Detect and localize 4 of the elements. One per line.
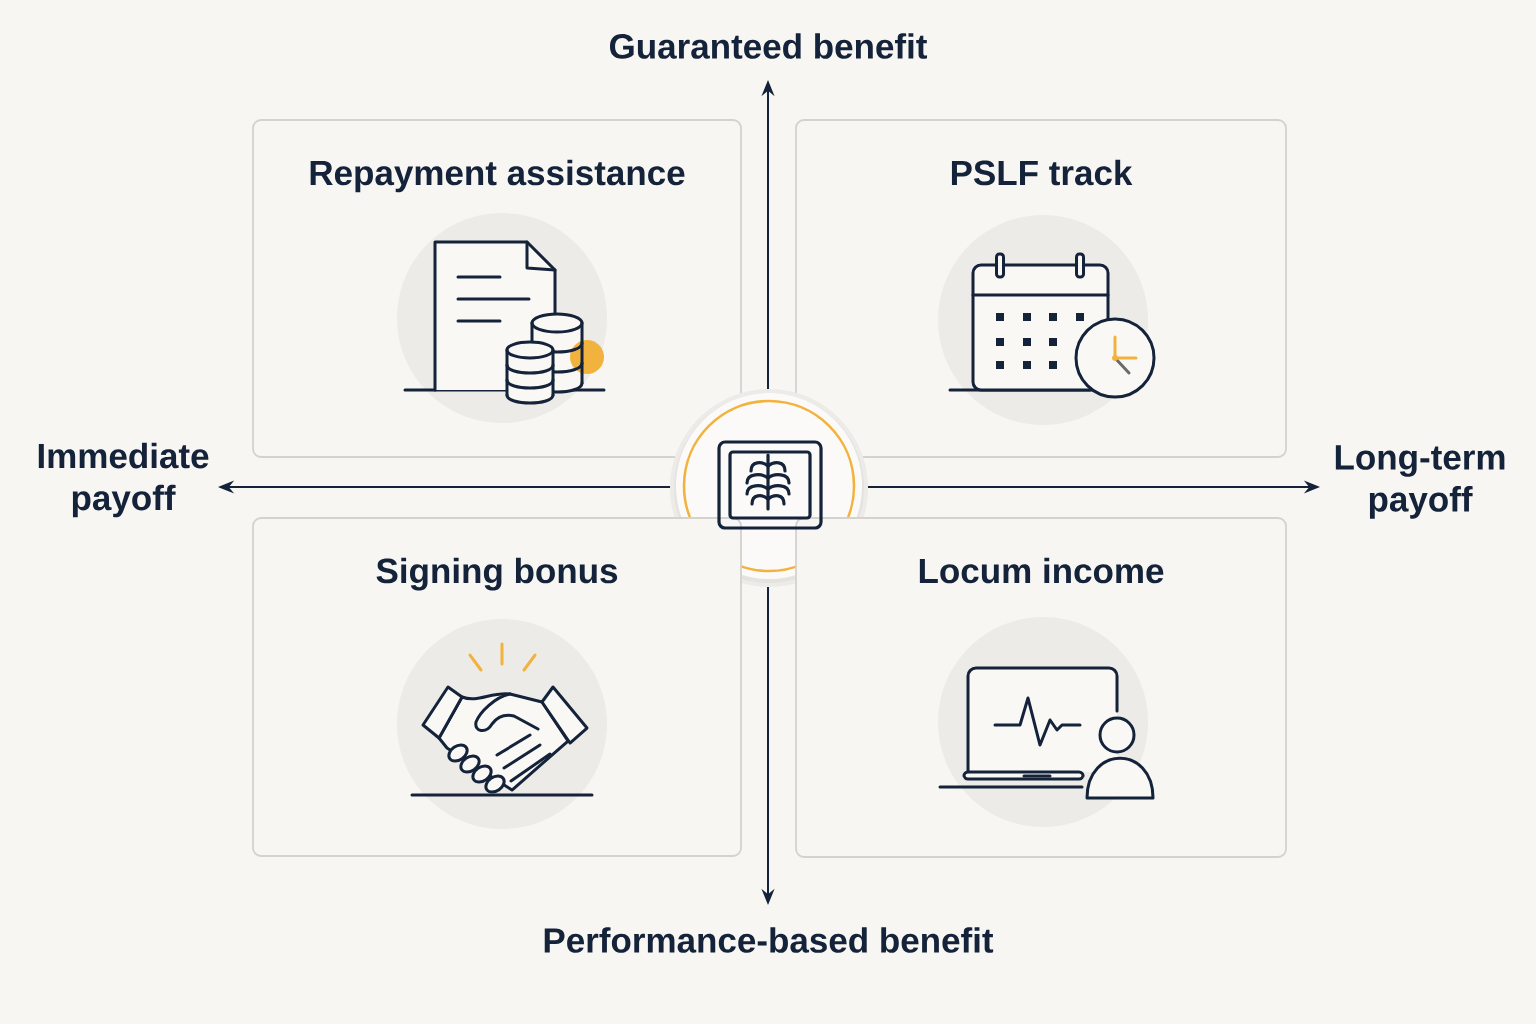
axis-label: Performance-based benefit (544, 927, 994, 953)
axis-label: Guaranteed benefit (610, 33, 928, 59)
axis-label: Long-term payoff (1335, 445, 1505, 519)
axis-label: Immediate payoff (38, 442, 209, 518)
